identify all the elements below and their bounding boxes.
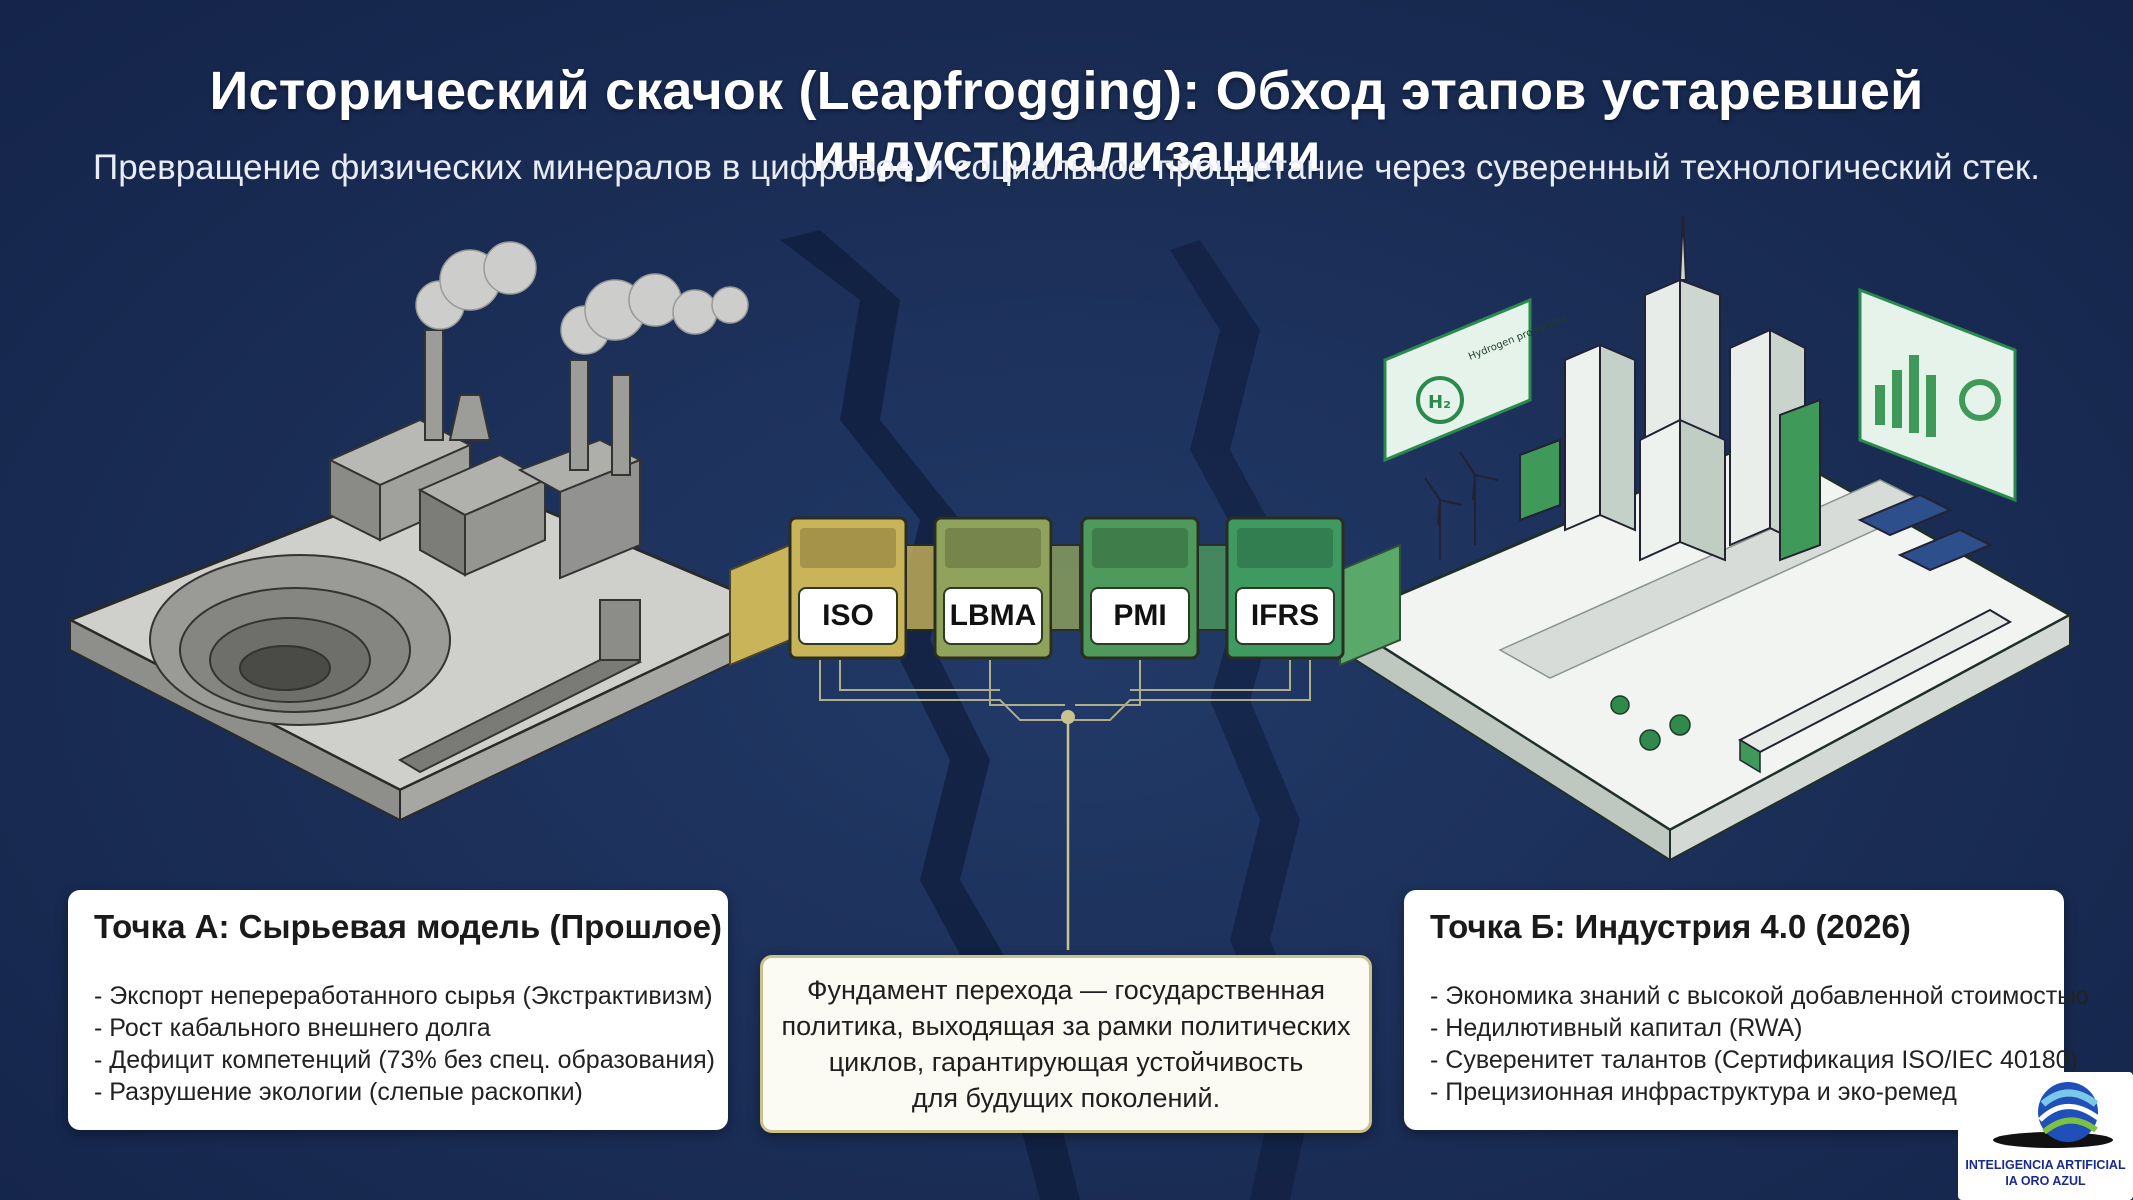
bridge-block-slot bbox=[1092, 528, 1188, 568]
list-item: - Дефицит компетенций (73% без спец. обр… bbox=[94, 1046, 715, 1074]
foundation-line: Фундамент перехода — государственная bbox=[806, 975, 1326, 1005]
industrial-platform bbox=[66, 241, 784, 822]
bridge-connector bbox=[905, 544, 936, 631]
bridge-block-slot bbox=[1237, 528, 1333, 568]
bridge-connector bbox=[1050, 544, 1081, 631]
bridge-block-slot bbox=[945, 528, 1041, 568]
city-platform: H₂ Hydrogen production bbox=[1336, 214, 2074, 862]
bridge-block-slot bbox=[800, 528, 896, 568]
logo-line-1: INTELIGENCIA ARTIFICIAL bbox=[1965, 1158, 2126, 1172]
point-b-title: Точка Б: Индустрия 4.0 (2026) bbox=[1430, 908, 1911, 945]
point-a-card: Точка А: Сырьевая модель (Прошлое) - Экс… bbox=[68, 890, 728, 1130]
point-b-card: Точка Б: Индустрия 4.0 (2026) - Экономик… bbox=[1404, 890, 2089, 1130]
foundation-line: политика, выходящая за рамки политически… bbox=[781, 1011, 1351, 1041]
list-item: - Экономика знаний с высокой добавленной… bbox=[1430, 982, 2089, 1010]
list-item: - Разрушение экологии (слепые раскопки) bbox=[94, 1078, 583, 1106]
point-b-list: - Экономика знаний с высокой добавленной… bbox=[1430, 980, 2089, 1108]
page-subtitle: Превращение физических минералов в цифро… bbox=[93, 148, 2040, 187]
block-ifrs: IFRS bbox=[1235, 587, 1335, 645]
block-lbma: LBMA bbox=[943, 587, 1043, 645]
list-item: - Рост кабального внешнего долга bbox=[94, 1014, 491, 1042]
logo-icon bbox=[1993, 1082, 2113, 1148]
page-title: Исторический скачок (Leapfrogging): Обхо… bbox=[209, 61, 1924, 183]
list-item: - Суверенитет талантов (Сертификация ISO… bbox=[1430, 1046, 2078, 1074]
list-item: - Прецизионная инфраструктура и эко-реме… bbox=[1430, 1078, 1985, 1106]
foundation-line: для будущих поколений. bbox=[911, 1083, 1221, 1113]
brand-logo: INTELIGENCIA ARTIFICIAL IA ORO AZUL bbox=[1958, 1072, 2133, 1200]
foundation-line: циклов, гарантирующая устойчивость bbox=[828, 1047, 1304, 1077]
point-a-title: Точка А: Сырьевая модель (Прошлое) bbox=[94, 908, 723, 945]
bridge bbox=[729, 516, 1401, 950]
hydrogen-panel: H₂ Hydrogen production bbox=[1383, 297, 1569, 463]
point-a-list: - Экспорт непереработанного сырья (Экстр… bbox=[94, 980, 715, 1108]
logo-line-2: IA ORO AZUL bbox=[2005, 1174, 2086, 1188]
block-iso: ISO bbox=[798, 587, 898, 645]
h2-label: H₂ bbox=[1428, 392, 1451, 413]
list-item: - Экспорт непереработанного сырья (Экстр… bbox=[94, 982, 713, 1010]
foundation-card: Фундамент перехода — государственная пол… bbox=[760, 955, 1372, 1133]
block-pmi: PMI bbox=[1090, 587, 1190, 645]
bridge-connector bbox=[1197, 544, 1228, 631]
bar-chart-panel bbox=[1858, 287, 2017, 503]
list-item: - Недилютивный капитал (RWA) bbox=[1430, 1014, 1803, 1042]
